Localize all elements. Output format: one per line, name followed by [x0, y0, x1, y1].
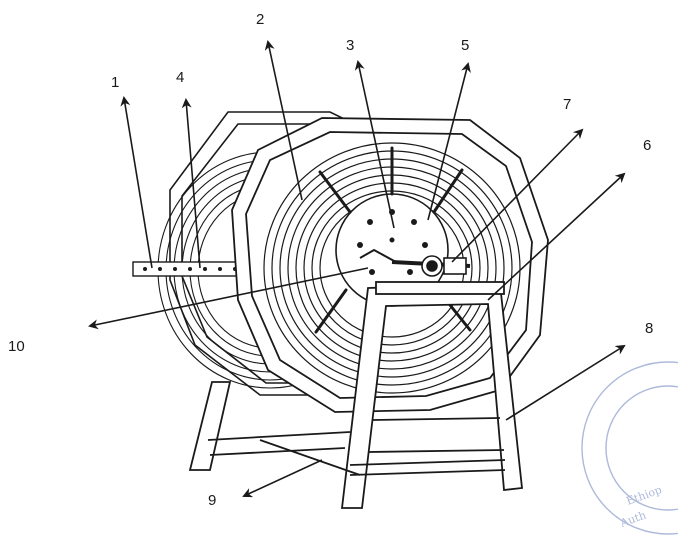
- base-frame: [188, 381, 506, 476]
- arrow-7: [451, 128, 584, 263]
- official-seal: Ethiop Auth: [581, 361, 678, 535]
- callout-label-9: 9: [208, 492, 216, 509]
- callout-label-4: 4: [176, 69, 184, 86]
- arrow-3: [354, 60, 395, 229]
- crank-handle: [359, 248, 397, 263]
- callout-label-8: 8: [645, 320, 653, 337]
- callout-label-6: 6: [643, 137, 651, 154]
- callout-label-5: 5: [461, 37, 469, 54]
- arrow-8: [505, 344, 626, 421]
- arrow-1: [120, 96, 153, 269]
- arrow-5: [427, 62, 471, 221]
- callout-label-2: 2: [256, 11, 264, 28]
- arrow-2: [264, 40, 303, 201]
- arrow-10: [88, 267, 369, 330]
- callout-label-3: 3: [346, 37, 354, 54]
- arrow-6: [487, 172, 626, 301]
- shaft-bearing: [391, 255, 471, 277]
- callout-arrows: [88, 40, 626, 498]
- callout-label-10: 10: [8, 338, 25, 355]
- callout-label-1: 1: [111, 74, 119, 91]
- callout-label-7: 7: [563, 96, 571, 113]
- right-stand: [340, 281, 523, 509]
- arrow-9: [242, 459, 323, 498]
- callout-labels: 1 2 3 4 5 6 7 8 9 10: [8, 11, 653, 509]
- seal-text-line-1: Ethiop: [625, 483, 664, 508]
- arrow-4: [181, 98, 201, 269]
